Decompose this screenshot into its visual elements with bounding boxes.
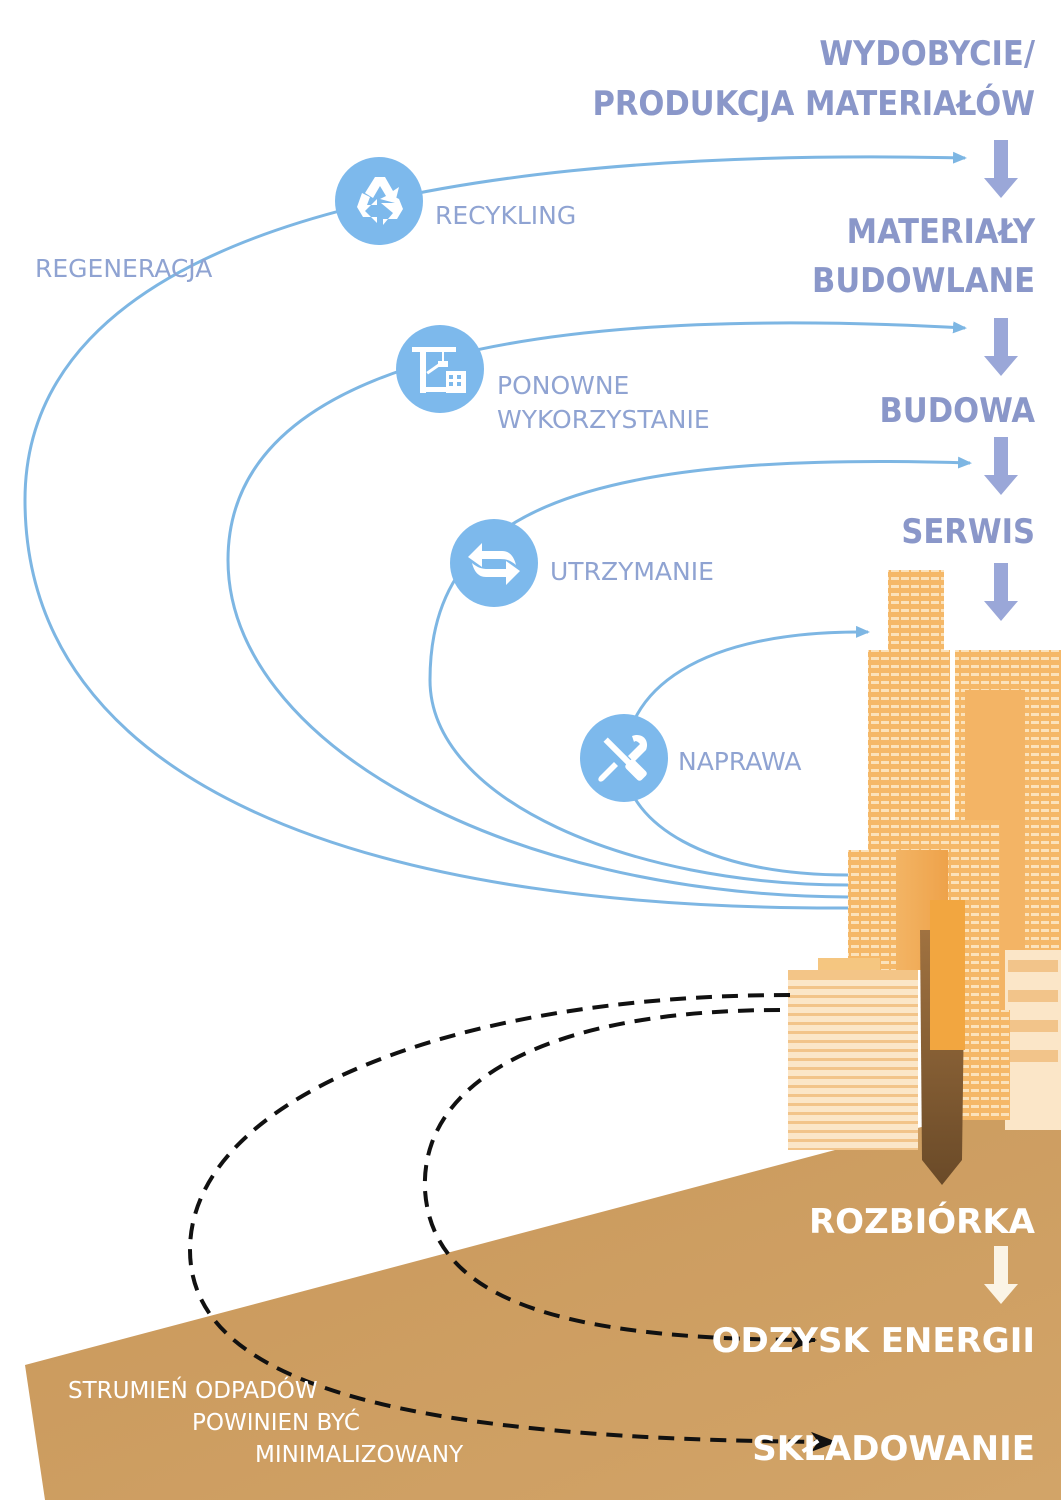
stage-extraction-line2: PRODUKCJA MATERIAŁÓW xyxy=(592,83,1035,124)
stage-demolition: ROZBIÓRKA xyxy=(809,1201,1036,1242)
ground xyxy=(25,1090,1061,1500)
reuse-loop xyxy=(226,321,967,899)
stage-materials-line1: MATERIAŁY xyxy=(847,212,1036,252)
label-reuse-line2: WYKORZYSTANIE xyxy=(497,405,710,434)
recycle-icon xyxy=(335,157,423,245)
stage-landfill: SKŁADOWANIE xyxy=(752,1429,1035,1469)
stage-extraction-line1: WYDOBYCIE/ xyxy=(819,34,1035,74)
loop-curves xyxy=(23,151,972,910)
arrow-construction-service xyxy=(984,437,1018,495)
label-reuse-line1: PONOWNE xyxy=(497,371,629,400)
waste-loops xyxy=(187,993,837,1452)
note-line1: STRUMIEŃ ODPADÓW xyxy=(68,1376,318,1404)
stage-materials-line2: BUDOWLANE xyxy=(812,261,1035,301)
arrow-extraction-materials xyxy=(984,140,1018,198)
label-repair: NAPRAWA xyxy=(678,747,801,776)
note-line3: MINIMALIZOWANY xyxy=(255,1442,464,1468)
stage-service: SERWIS xyxy=(901,512,1035,552)
tools-icon xyxy=(580,714,668,802)
building-illustration xyxy=(788,570,1061,1185)
energy-loop xyxy=(422,1008,817,1350)
crane-icon xyxy=(396,325,484,413)
maintenance-loop xyxy=(428,456,972,887)
label-maintenance: UTRZYMANIE xyxy=(550,557,714,586)
label-regeneration: REGENERACJA xyxy=(35,254,212,283)
arrow-materials-construction xyxy=(984,318,1018,376)
stage-arrows xyxy=(984,140,1018,621)
swap-arrows-icon xyxy=(450,519,538,607)
label-recycling: RECYKLING xyxy=(435,201,576,230)
regeneration-loop xyxy=(23,151,967,910)
landfill-loop xyxy=(187,993,837,1452)
arrow-demolition-energy xyxy=(984,1246,1018,1304)
stage-construction: BUDOWA xyxy=(880,391,1036,431)
note-line2: POWINIEN BYĆ xyxy=(192,1408,360,1436)
arrow-service-building xyxy=(984,563,1018,621)
stage-energy-recovery: ODZYSK ENERGII xyxy=(712,1321,1035,1361)
